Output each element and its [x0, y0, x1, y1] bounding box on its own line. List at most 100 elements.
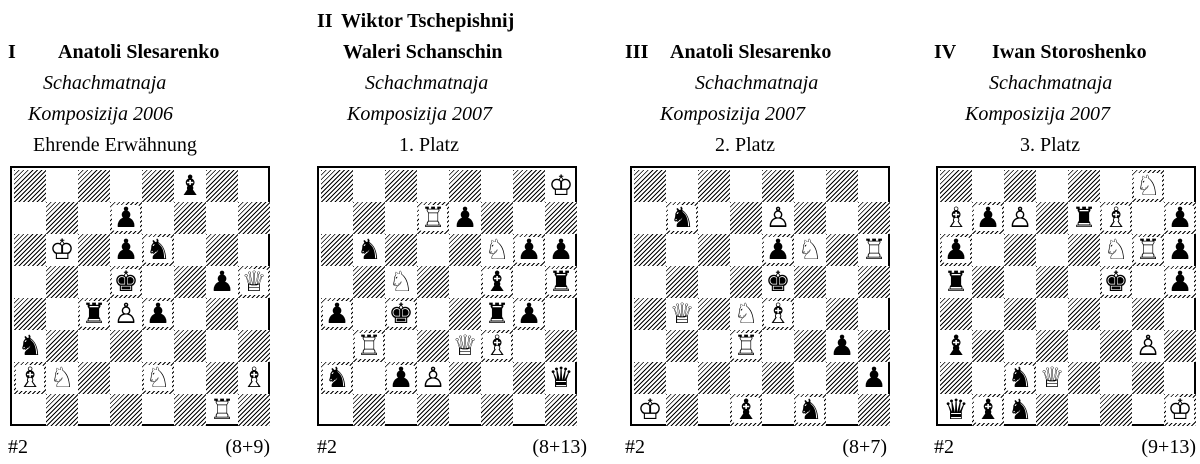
- piece-glyph: ♞: [16, 333, 43, 359]
- square-b2: ♘: [46, 362, 78, 394]
- piece-glyph: ♟: [112, 237, 139, 263]
- square-a7: [14, 202, 46, 234]
- black-rook-icon: ♜: [545, 266, 577, 298]
- square-g4: [826, 298, 858, 330]
- board-squares: ♞♙♟♘♖♚♕♘♗♖♟♟♔♝♞: [634, 170, 890, 426]
- square-c4: ♚: [385, 298, 417, 330]
- piece-glyph: ♗: [16, 365, 43, 391]
- square-f8: [481, 170, 513, 202]
- white-knight-icon: ♘: [46, 362, 78, 394]
- black-pawn-icon: ♟: [110, 202, 142, 234]
- square-g6: ♖: [1132, 234, 1164, 266]
- piece-glyph: ♝: [974, 397, 1001, 423]
- white-knight-icon: ♘: [385, 266, 417, 298]
- square-h7: ♟: [1164, 202, 1196, 234]
- square-c5: [698, 266, 730, 298]
- white-rook-icon: ♖: [353, 330, 385, 362]
- square-a1: [321, 394, 353, 426]
- square-f4: [174, 298, 206, 330]
- stipulation: #2: [934, 434, 954, 460]
- square-a5: [634, 266, 666, 298]
- black-rook-icon: ♜: [78, 298, 110, 330]
- piece-glyph: ♘: [48, 365, 75, 391]
- piece-glyph: ♞: [1006, 397, 1033, 423]
- square-c6: [1004, 234, 1036, 266]
- white-pawn-icon: ♙: [110, 298, 142, 330]
- square-h6: ♟: [1164, 234, 1196, 266]
- problem-header: I Anatoli Slesarenko Schachmatnaja Kompo…: [8, 0, 278, 165]
- piece-glyph: ♘: [144, 365, 171, 391]
- square-f6: ♘: [794, 234, 826, 266]
- square-b6: ♔: [46, 234, 78, 266]
- square-f1: [1100, 394, 1132, 426]
- square-c1: [385, 394, 417, 426]
- square-a5: [14, 266, 46, 298]
- source-line: Komposizija 2007: [660, 102, 805, 126]
- square-a2: ♗: [14, 362, 46, 394]
- piece-glyph: ♘: [1134, 173, 1161, 199]
- board-squares: ♝♟♔♟♞♚♟♕♜♙♟♞♗♘♘♗♖: [14, 170, 270, 426]
- square-a3: ♝: [940, 330, 972, 362]
- problem-header: IV Iwan Storoshenko Schachmatnaja Kompos…: [934, 0, 1200, 165]
- black-king-icon: ♚: [762, 266, 794, 298]
- square-c4: [698, 298, 730, 330]
- square-g7: [513, 202, 545, 234]
- piece-glyph: ♜: [80, 301, 107, 327]
- square-f3: ♗: [481, 330, 513, 362]
- black-pawn-icon: ♟: [858, 362, 890, 394]
- piece-glyph: ♕: [451, 333, 478, 359]
- piece-count: (8+9): [225, 434, 270, 460]
- square-d4: [1036, 298, 1068, 330]
- square-h5: ♜: [545, 266, 577, 298]
- square-e8: [449, 170, 481, 202]
- square-b7: ♟: [972, 202, 1004, 234]
- square-d2: ♙: [417, 362, 449, 394]
- black-knight-icon: ♞: [1004, 362, 1036, 394]
- square-b4: [353, 298, 385, 330]
- white-knight-icon: ♘: [1132, 170, 1164, 202]
- black-pawn-icon: ♟: [206, 266, 238, 298]
- piece-glyph: ♟: [144, 301, 171, 327]
- square-h3: [1164, 330, 1196, 362]
- square-d3: [1036, 330, 1068, 362]
- square-a5: [321, 266, 353, 298]
- square-c6: [698, 234, 730, 266]
- square-a7: [321, 202, 353, 234]
- square-h7: [545, 202, 577, 234]
- black-bishop-icon: ♝: [730, 394, 762, 426]
- white-pawn-icon: ♙: [762, 202, 794, 234]
- square-h2: ♟: [858, 362, 890, 394]
- piece-glyph: ♙: [419, 365, 446, 391]
- square-c1: [698, 394, 730, 426]
- black-bishop-icon: ♝: [174, 170, 206, 202]
- square-d5: [417, 266, 449, 298]
- source-line: Komposizija 2006: [28, 102, 173, 126]
- black-pawn-icon: ♟: [545, 234, 577, 266]
- piece-glyph: ♕: [240, 269, 267, 295]
- chess-board: ♝♟♔♟♞♚♟♕♜♙♟♞♗♘♘♗♖: [10, 166, 270, 426]
- square-g8: ♘: [1132, 170, 1164, 202]
- black-knight-icon: ♞: [321, 362, 353, 394]
- square-b7: ♞: [666, 202, 698, 234]
- piece-glyph: ♞: [796, 397, 823, 423]
- square-e2: ♘: [142, 362, 174, 394]
- square-g4: [206, 298, 238, 330]
- problem-4: IV Iwan Storoshenko Schachmatnaja Kompos…: [934, 0, 1200, 464]
- square-e3: [762, 330, 794, 362]
- square-b1: [353, 394, 385, 426]
- square-d7: ♖: [417, 202, 449, 234]
- square-h6: ♟: [545, 234, 577, 266]
- black-queen-icon: ♛: [940, 394, 972, 426]
- square-a2: ♞: [321, 362, 353, 394]
- black-knight-icon: ♞: [1004, 394, 1036, 426]
- square-d2: ♕: [1036, 362, 1068, 394]
- square-a4: [940, 298, 972, 330]
- square-e4: ♗: [762, 298, 794, 330]
- piece-glyph: ♟: [974, 205, 1001, 231]
- square-b4: [972, 298, 1004, 330]
- square-d6: ♟: [110, 234, 142, 266]
- black-pawn-icon: ♟: [1164, 202, 1196, 234]
- black-knight-icon: ♞: [142, 234, 174, 266]
- square-f8: [794, 170, 826, 202]
- square-f7: [481, 202, 513, 234]
